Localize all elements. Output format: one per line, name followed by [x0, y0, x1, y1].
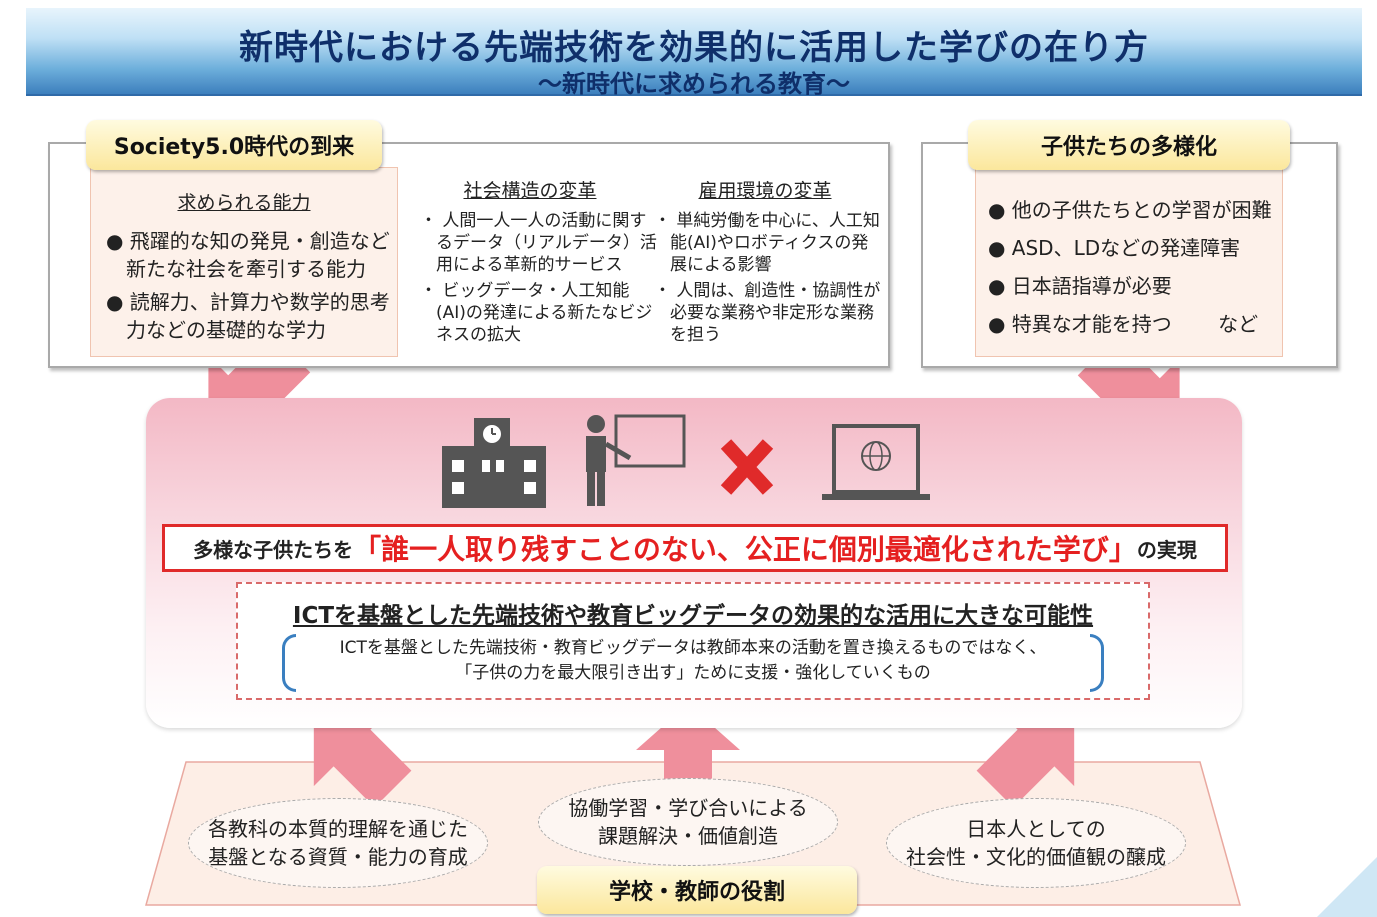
ict-line-1: ICTを基盤とした先端技術・教育ビッグデータは教師本来の活動を置き換えるものでは…: [339, 638, 1047, 658]
ict-box: ICTを基盤とした先端技術や教育ビッグデータの効果的な活用に大きな可能性 ICT…: [236, 582, 1150, 700]
role-oval-text: 日本人としての 社会性・文化的価値観の醸成: [906, 817, 1166, 869]
diversity-box: [975, 167, 1283, 357]
ict-title: ICTを基盤とした先端技術や教育ビッグデータの効果的な活用に大きな可能性: [292, 603, 1094, 629]
corner-decoration: [1317, 857, 1377, 917]
social-structure-title: 社会構造の変革: [463, 180, 597, 202]
abilities-title: 求められる能力: [177, 192, 311, 214]
role-oval-collaboration: 協働学習・学び合いによる 課題解決・価値創造: [538, 778, 838, 866]
roles-label: 学校・教師の役割: [537, 866, 857, 914]
ability-item: ● 飛躍的な知の発見・創造など新たな社会を牽引する能力: [106, 229, 390, 281]
diversity-item: ● 日本語指導が必要: [988, 274, 1172, 298]
goal-box: 多様な子供たちを「誰一人取り残すことのない、公正に個別最適化された学び」の実現: [162, 524, 1228, 572]
diversity-item: ● 特異な才能を持つ など: [988, 312, 1259, 336]
employment-item: ・ 人間は、創造性・協調性が必要な業務や非定形な業務を担う: [654, 281, 881, 345]
laptop-globe-icon: [822, 424, 930, 500]
page-subtitle: ～新時代に求められる教育～: [538, 70, 850, 98]
left-bracket-icon: [282, 634, 296, 692]
social-item: ・ 人間一人一人の活動に関するデータ（リアルデータ）活用による革新的サービス: [420, 211, 657, 275]
diversity-item: ● ASD、LDなどの発達障害: [988, 236, 1241, 260]
employment-title: 雇用環境の変革: [698, 180, 832, 202]
goal-suffix: の実現: [1136, 537, 1197, 562]
role-oval-text: 協働学習・学び合いによる 課題解決・価値創造: [568, 796, 808, 848]
social-item: ・ ビッグデータ・人工知能(AI)の発達による新たなビジネスの拡大: [420, 281, 653, 345]
arrow-up-right-icon: [976, 709, 1075, 808]
teacher-board-icon: [586, 414, 686, 506]
role-oval-culture: 日本人としての 社会性・文化的価値観の醸成: [886, 798, 1186, 888]
ict-description: ICTを基盤とした先端技術・教育ビッグデータは教師本来の活動を置き換えるものでは…: [278, 636, 1108, 686]
diversity-label: 子供たちの多様化: [968, 120, 1290, 170]
role-oval-subjects: 各教科の本質的理解を通じた 基盤となる資質・能力の育成: [188, 798, 488, 888]
arrow-up-center-icon: [636, 704, 740, 802]
society-label: Society5.0時代の到来: [86, 120, 382, 170]
icons-row: [442, 414, 930, 508]
goal-highlight: 「誰一人取り残すことのない、公正に個別最適化された学び」: [353, 533, 1137, 566]
diversity-item: ● 他の子供たちとの学習が困難: [988, 198, 1272, 222]
title-banner: 新時代における先端技術を効果的に活用した学びの在り方 ～新時代に求められる教育～: [26, 8, 1362, 98]
ability-item: ● 読解力、計算力や数学的思考力などの基礎的な学力: [106, 290, 390, 342]
school-building-icon: [442, 418, 546, 508]
goal-prefix: 多様な子供たちを: [193, 537, 354, 562]
cross-icon: [720, 439, 774, 495]
role-oval-text: 各教科の本質的理解を通じた 基盤となる資質・能力の育成: [208, 817, 468, 869]
employment-item: ・ 単純労働を中心に、人工知能(AI)やロボティクスの発展による影響: [654, 211, 880, 275]
page-title: 新時代における先端技術を効果的に活用した学びの在り方: [239, 28, 1149, 68]
ict-line-2: 「子供の力を最大限引き出す」ために支援・強化していくもの: [455, 663, 931, 683]
arrow-up-left-icon: [313, 709, 412, 808]
